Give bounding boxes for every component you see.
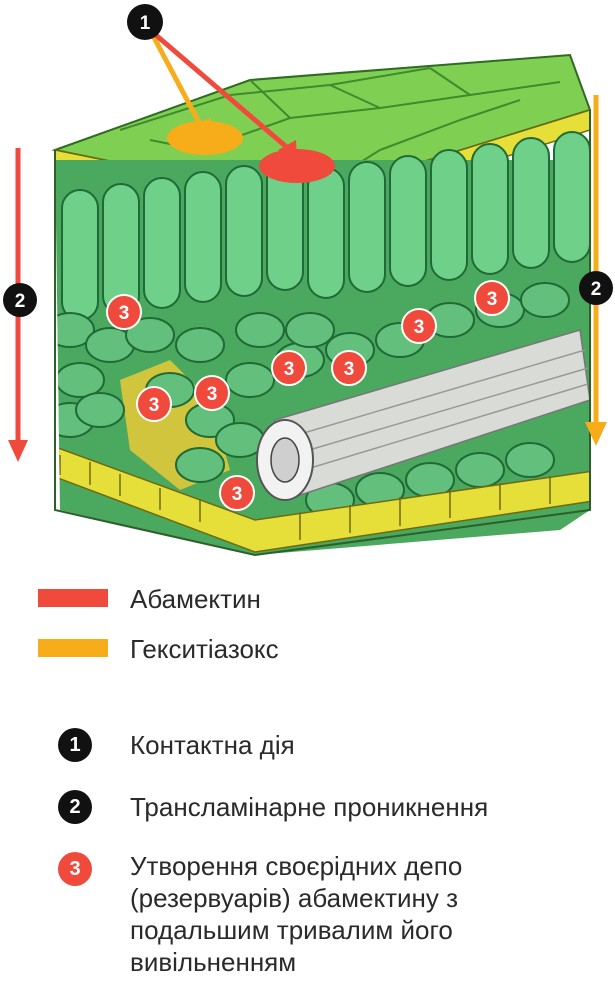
legend: Абамектин Гекситіазокс 1 Контактна дія 2… <box>0 560 615 1000</box>
marker-3-label: 3 <box>232 484 243 505</box>
abamectin-label: Абамектин <box>130 584 261 614</box>
key-contact-text: Контактна дія <box>130 730 295 760</box>
abamectin-swatch <box>38 589 108 607</box>
palisade-cell <box>61 189 99 321</box>
marker-2-right-badge <box>579 271 613 305</box>
palisade-cell <box>307 167 345 299</box>
legend-abamectin <box>38 580 108 616</box>
hexythiazox-swatch <box>38 639 108 657</box>
spongy-cell <box>520 282 570 318</box>
marker-3-label: 3 <box>344 359 355 380</box>
marker-3-badge <box>136 386 172 422</box>
marker-3-badge <box>271 350 307 386</box>
spongy-cell <box>175 327 225 363</box>
marker-3-badge <box>474 280 510 316</box>
palisade-cell <box>430 149 468 281</box>
palisade-cell <box>471 143 509 275</box>
marker-2-left-badge <box>3 283 37 317</box>
depot-markers: 3 3 3 3 3 3 3 3 <box>106 280 510 511</box>
palisade-cell <box>184 171 222 303</box>
spongy-cell <box>55 362 105 398</box>
legend-hexythiazox <box>38 630 108 666</box>
spongy-cell <box>235 312 285 348</box>
marker-3-badge <box>331 350 367 386</box>
abamectin-spot <box>259 149 335 183</box>
marker-3-label: 3 <box>119 303 130 324</box>
palisade-cell <box>348 161 386 293</box>
spongy-cell <box>225 362 275 398</box>
arrow-down-icon <box>585 422 607 446</box>
vascular-bundle <box>256 329 590 501</box>
marker-3-badge <box>106 294 142 330</box>
palisade-cell <box>225 165 263 297</box>
spongy-cell <box>175 447 225 483</box>
palisade-cell <box>143 177 181 309</box>
palisade-cell <box>512 137 550 269</box>
number-badge-icon: 3 <box>58 852 92 886</box>
spongy-cell <box>285 312 335 348</box>
palisade-cells <box>61 131 590 321</box>
spongy-cell <box>55 312 95 348</box>
hexythiazox-spot <box>167 121 243 155</box>
marker-1-label: 1 <box>140 13 151 34</box>
spongy-cell <box>505 442 555 478</box>
spongy-cell <box>125 317 175 353</box>
palisade-cell <box>389 155 427 287</box>
spongy-cell <box>455 452 505 488</box>
marker-1-badge <box>127 4 163 40</box>
leaf-tissue-layers <box>55 131 590 555</box>
marker-3-label: 3 <box>487 289 498 310</box>
key-depot-text: Утворення своєрідних депо (резервуарів) … <box>130 851 463 977</box>
marker-3-label: 3 <box>149 395 160 416</box>
marker-3-label: 3 <box>414 317 425 338</box>
palisade-cell <box>553 131 590 263</box>
marker-3-badge <box>401 308 437 344</box>
abamectin-contact-arrow <box>148 28 292 152</box>
marker-2-left-label: 2 <box>15 291 26 312</box>
number-badge-icon: 1 <box>58 728 92 762</box>
marker-2-right-label: 2 <box>591 279 602 300</box>
number-badge-icon: 2 <box>58 790 92 824</box>
marker-3-label: 3 <box>284 359 295 380</box>
marker-3-badge <box>219 475 255 511</box>
hexythiazox-contact-arrow <box>147 28 206 132</box>
marker-3-label: 3 <box>207 384 218 405</box>
spongy-cell <box>75 392 125 428</box>
leaf-cross-section-diagram: 1 2 2 3 3 3 3 3 3 3 3 <box>3 4 613 557</box>
arrow-down-icon <box>8 440 28 462</box>
hexythiazox-label: Гекситіазокс <box>130 634 279 664</box>
key-translaminar-text: Трансламінарне проникнення <box>130 792 489 822</box>
marker-3-badge <box>194 375 230 411</box>
